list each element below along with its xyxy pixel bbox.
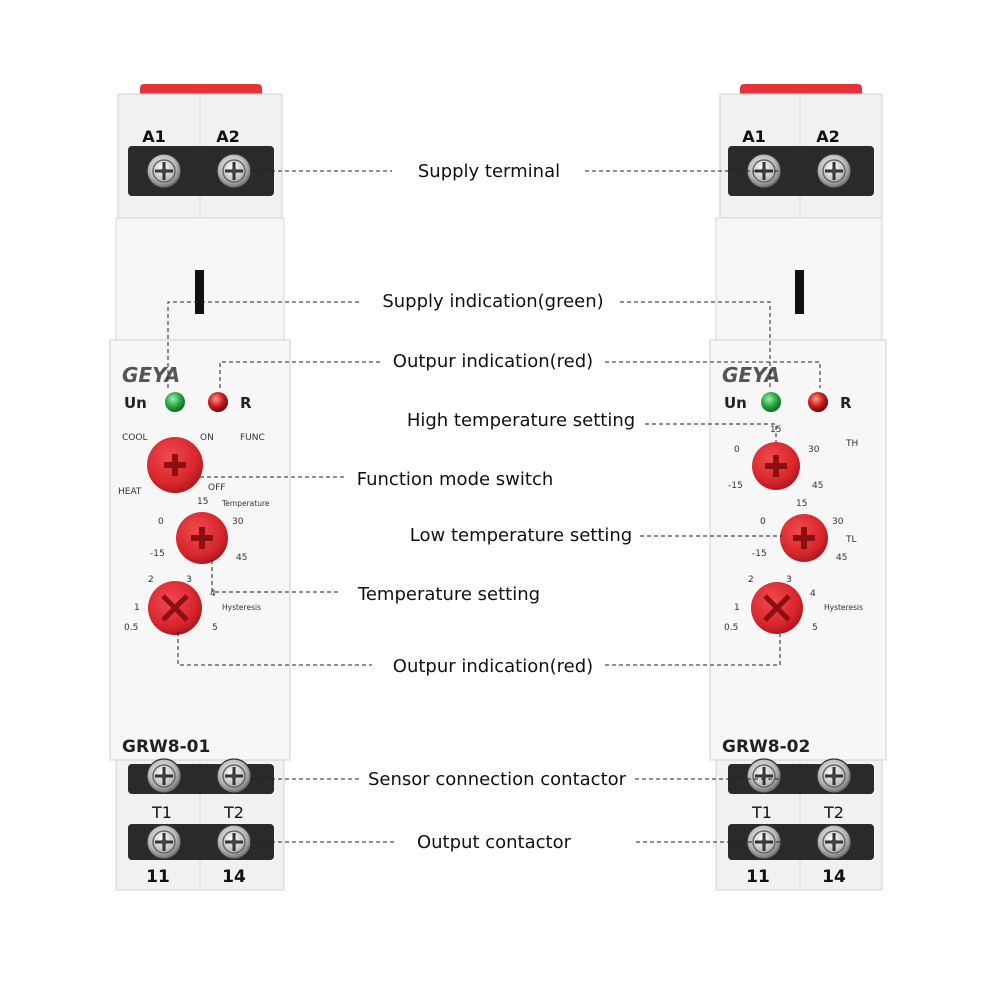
un-label: Un xyxy=(724,394,747,412)
r-label: R xyxy=(840,394,852,412)
hysteresis-knob[interactable] xyxy=(148,581,202,635)
hyst-scale-5: 5 xyxy=(812,623,818,633)
terminal-a2-label: A2 xyxy=(816,127,840,146)
din-clip-slot xyxy=(195,270,204,314)
hyst-scale-3: 3 xyxy=(186,575,192,585)
tl-scale-15: 15 xyxy=(796,499,807,509)
screw-14 xyxy=(815,823,853,861)
supply-led-green xyxy=(761,392,781,412)
high-temperature-knob[interactable] xyxy=(752,442,800,490)
low-temperature-knob[interactable] xyxy=(780,514,828,562)
temp-scale-neg15: -15 xyxy=(150,549,165,559)
screw-11 xyxy=(145,823,183,861)
terminal-t2-label: T2 xyxy=(823,803,844,822)
label-low-temperature-setting: Low temperature setting xyxy=(410,525,632,546)
din-clip-slot xyxy=(795,270,804,314)
hyst-scale-4: 4 xyxy=(210,589,216,599)
label-output-indication-bottom: Outpur indication(red) xyxy=(393,656,593,677)
output-led-red xyxy=(808,392,828,412)
label-output-indication-top: Outpur indication(red) xyxy=(393,351,593,372)
th-scale-30: 30 xyxy=(808,445,820,455)
th-label: TH xyxy=(845,439,858,449)
hysteresis-knob[interactable] xyxy=(751,582,803,634)
temperature-knob[interactable] xyxy=(176,512,228,564)
terminal-14-label: 14 xyxy=(222,867,246,887)
heat-label: HEAT xyxy=(118,487,142,497)
off-label: OFF xyxy=(208,483,225,493)
temperature-label: Temperature xyxy=(221,499,270,508)
on-label: ON xyxy=(200,433,214,443)
terminal-14-label: 14 xyxy=(822,867,846,887)
model-label: GRW8-02 xyxy=(722,737,810,757)
label-high-temperature-setting: High temperature setting xyxy=(407,410,635,431)
temp-scale-0: 0 xyxy=(158,517,164,527)
label-function-mode-switch: Function mode switch xyxy=(357,469,554,490)
tl-scale-neg15: -15 xyxy=(752,549,767,559)
temp-scale-30: 30 xyxy=(232,517,244,527)
terminal-a1-label: A1 xyxy=(742,127,766,146)
terminal-t1-label: T1 xyxy=(151,803,172,822)
terminal-11-label: 11 xyxy=(146,867,170,887)
hyst-scale-05: 0.5 xyxy=(724,623,738,633)
model-label: GRW8-01 xyxy=(122,737,210,757)
terminal-a1-label: A1 xyxy=(142,127,166,146)
leader-lines xyxy=(167,170,821,843)
tl-scale-0: 0 xyxy=(760,517,766,527)
tl-label: TL xyxy=(845,535,857,545)
hyst-scale-2: 2 xyxy=(148,575,154,585)
output-led-red xyxy=(208,392,228,412)
hysteresis-label: Hysteresis xyxy=(222,603,261,612)
brand-logo: GEYA xyxy=(122,363,180,387)
hyst-scale-3: 3 xyxy=(786,575,792,585)
screw-t1 xyxy=(745,757,783,795)
screw-a2 xyxy=(815,152,853,190)
device-grw8-02: A1 A2 GEYA Un R 15 0 30 -15 45 TH 15 0 3… xyxy=(709,84,887,891)
screw-a2 xyxy=(215,152,253,190)
tl-scale-30: 30 xyxy=(832,517,844,527)
hyst-scale-2: 2 xyxy=(748,575,754,585)
label-supply-indication: Supply indication(green) xyxy=(382,291,603,312)
screw-t2 xyxy=(815,757,853,795)
label-temperature-setting: Temperature setting xyxy=(357,584,540,605)
label-sensor-connection-contactor: Sensor connection contactor xyxy=(368,769,627,790)
temp-scale-15: 15 xyxy=(197,497,208,507)
device-grw8-01: A1 A2 GEYA Un R COOL ON FUNC HEAT OFF 15… xyxy=(109,84,291,891)
screw-a1 xyxy=(145,152,183,190)
hyst-scale-1: 1 xyxy=(134,603,140,613)
screw-t1 xyxy=(145,757,183,795)
supply-led-green xyxy=(165,392,185,412)
un-label: Un xyxy=(124,394,147,412)
hysteresis-label: Hysteresis xyxy=(824,603,863,612)
brand-logo: GEYA xyxy=(722,363,780,387)
terminal-11-label: 11 xyxy=(746,867,770,887)
hyst-scale-1: 1 xyxy=(734,603,740,613)
function-mode-knob[interactable] xyxy=(147,437,203,493)
screw-t2 xyxy=(215,757,253,795)
tl-scale-45: 45 xyxy=(836,553,847,563)
callout-labels: Supply terminal Supply indication(green)… xyxy=(357,161,635,853)
r-label: R xyxy=(240,394,252,412)
terminal-a2-label: A2 xyxy=(216,127,240,146)
func-label: FUNC xyxy=(240,433,265,443)
hyst-scale-05: 0.5 xyxy=(124,623,138,633)
hyst-scale-5: 5 xyxy=(212,623,218,633)
label-output-contactor: Output contactor xyxy=(417,832,572,853)
th-scale-0: 0 xyxy=(734,445,740,455)
th-scale-neg15: -15 xyxy=(728,481,743,491)
label-supply-terminal: Supply terminal xyxy=(418,161,560,182)
hyst-scale-4: 4 xyxy=(810,589,816,599)
terminal-t2-label: T2 xyxy=(223,803,244,822)
cool-label: COOL xyxy=(122,433,147,443)
temp-scale-45: 45 xyxy=(236,553,247,563)
th-scale-45: 45 xyxy=(812,481,823,491)
screw-14 xyxy=(215,823,253,861)
terminal-t1-label: T1 xyxy=(751,803,772,822)
